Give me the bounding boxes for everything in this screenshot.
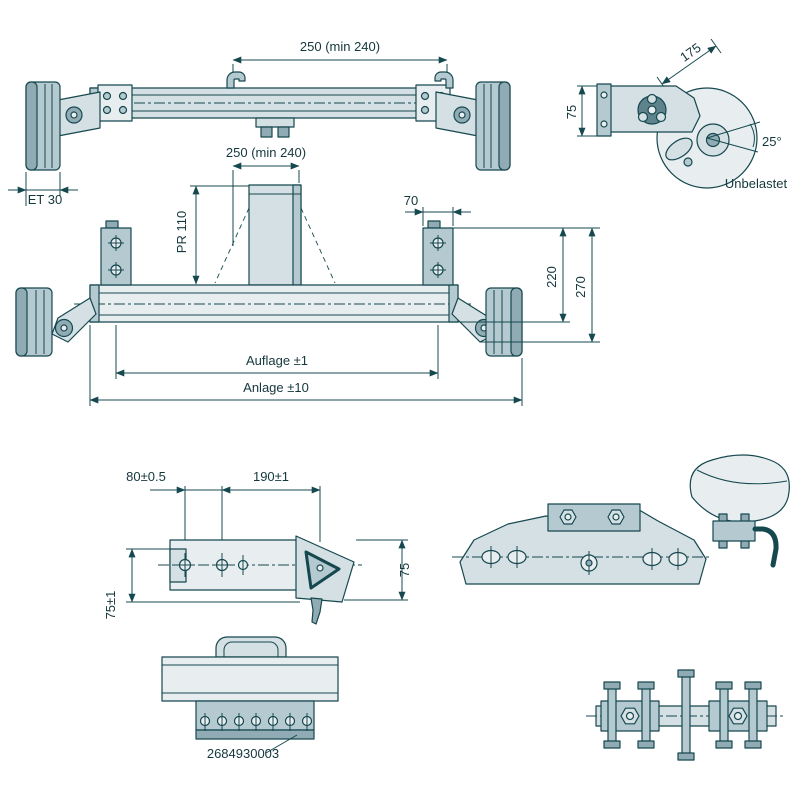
stud-4 [744, 681, 762, 749]
dim-label-80: 80±0.5 [126, 469, 166, 484]
stud-1 [603, 681, 621, 749]
dim-75-hub: 75 [564, 85, 597, 137]
dim-label-span-top: 250 (min 240) [300, 39, 380, 54]
view-drum-side-small [689, 454, 790, 568]
dim-span-250-top: 250 (min 240) [232, 39, 448, 86]
dim-label-175: 175 [677, 40, 703, 65]
dim-et30: ET 30 [8, 172, 78, 207]
axle-beam-top [74, 87, 466, 119]
clamp-bolts [199, 713, 313, 731]
drum-blob [689, 454, 790, 523]
beam-section [161, 656, 339, 702]
flange-trefoil [637, 93, 667, 125]
dim-label-anlage: Anlage ±10 [243, 380, 309, 395]
wheel-left-top [25, 81, 101, 171]
arm-slot [665, 137, 693, 161]
dim-label-75-1: 75±1 [103, 591, 118, 620]
dim-label-270: 270 [573, 276, 588, 298]
dim-label-span-front: 250 (min 240) [226, 145, 306, 160]
view-axle-front: 250 (min 240) PR 110 [15, 145, 600, 406]
dim-angle-25: 25° [706, 121, 782, 153]
dim-pr110: PR 110 [174, 185, 249, 285]
pivot-housing [295, 535, 355, 625]
backplate-bracket [596, 83, 701, 137]
shock-hook-right [434, 71, 454, 89]
mount-plate-left-front [100, 220, 132, 286]
part-number-leader [265, 734, 298, 754]
clamp-bolt-right [728, 707, 748, 725]
view-bracket-top: 80±0.5 190±1 75 [103, 469, 412, 625]
caption-unbelastet: Unbelastet [725, 176, 788, 191]
dim-label-190: 190±1 [253, 469, 289, 484]
dim-75-bracket: 75 [344, 539, 412, 601]
part-number: 2684930003 [207, 746, 279, 761]
center-fitting-top [255, 117, 295, 138]
dim-label-220: 220 [544, 266, 559, 288]
mount-plate-left-top [97, 84, 133, 122]
j-rod [752, 526, 779, 568]
drawbar-tube [214, 184, 336, 286]
wheel-right-front [451, 287, 523, 357]
clamp-shoe [195, 700, 315, 740]
dim-label-75-hub: 75 [564, 105, 579, 119]
dim-label-pr110: PR 110 [174, 211, 189, 253]
clamp-bolt-left [620, 707, 640, 725]
stud-2 [637, 681, 655, 749]
stud-center [677, 669, 695, 761]
dim-anlage: Anlage ±10 [89, 325, 523, 406]
drain-hole [683, 157, 693, 167]
dim-label-et30: ET 30 [28, 192, 62, 207]
stud-3 [715, 681, 733, 749]
plate-top-bracket [547, 503, 641, 532]
plate-holes [481, 546, 688, 575]
view-clamp-bottom [586, 669, 784, 761]
wheel-right-top [435, 81, 511, 171]
dim-label-75-bracket: 75 [397, 563, 412, 577]
axle-beam-front [74, 284, 474, 323]
view-plate-front [452, 503, 712, 585]
view-clamp-front: 2684930003 [161, 636, 339, 761]
view-hub-side: 175 75 25° [564, 38, 788, 191]
mount-plate-right-front [422, 220, 454, 286]
dim-70: 70 [404, 193, 471, 226]
shock-hook-left [226, 71, 246, 89]
dim-span-250-front: 250 (min 240) [226, 145, 306, 246]
dim-175: 175 [656, 38, 722, 92]
dim-75-1: 75±1 [103, 548, 300, 620]
wheel-left-front [15, 287, 97, 357]
plate-body [459, 510, 707, 585]
u-bolt-strap [215, 636, 287, 658]
view-axle-top: 250 (min 240) [8, 39, 511, 207]
dim-label-auflage: Auflage ±1 [246, 353, 308, 368]
dim-label-70: 70 [404, 193, 418, 208]
dim-label-angle: 25° [762, 134, 782, 149]
dim-220-270: 220 270 [453, 227, 600, 343]
dim-auflage: Auflage ±1 [115, 325, 439, 379]
